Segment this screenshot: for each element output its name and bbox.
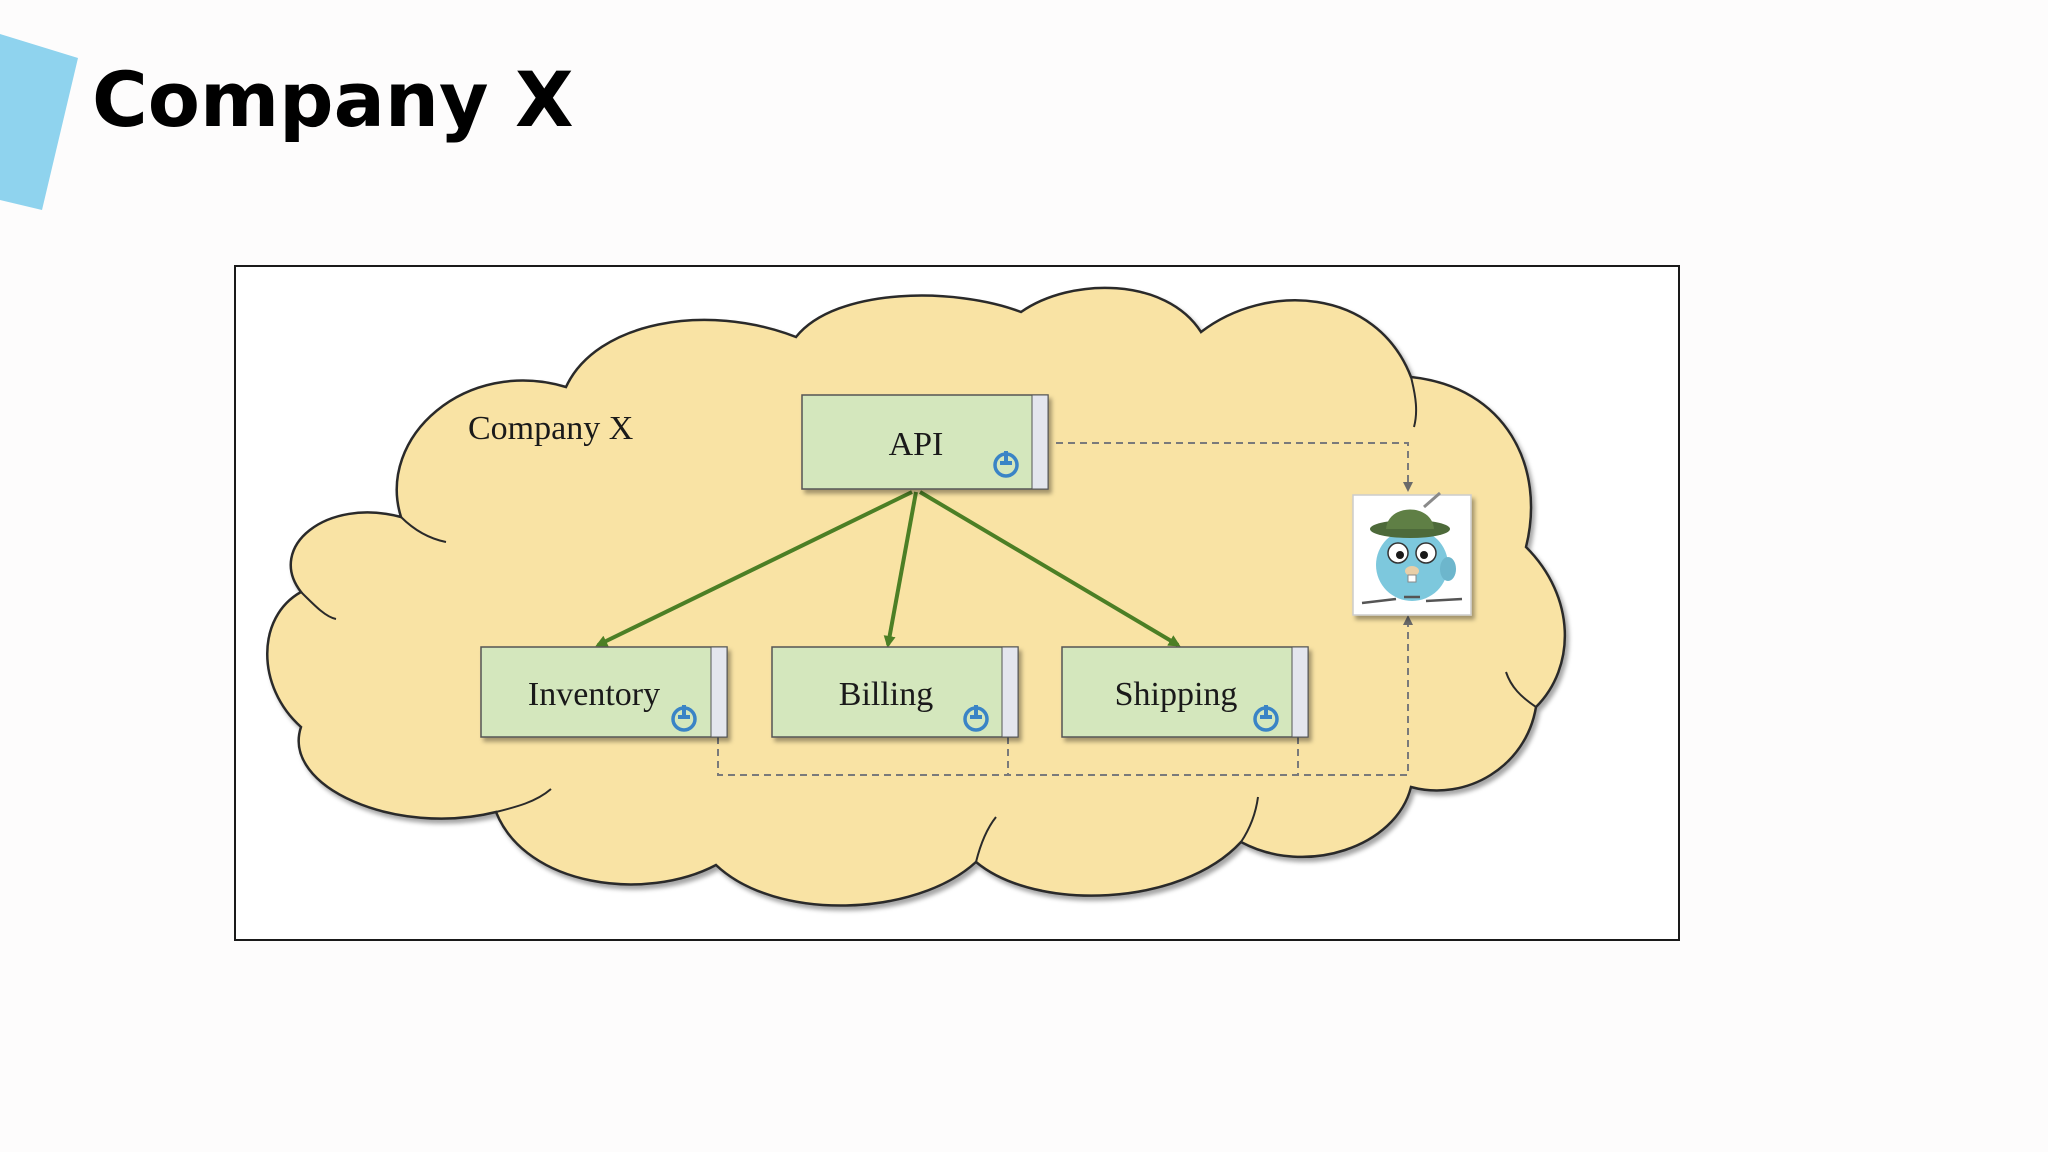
cloud-label: Company X: [468, 410, 633, 447]
architecture-diagram: Company X API: [234, 265, 1680, 941]
service-box-shipping: [1061, 646, 1309, 738]
cloud-service-icon: [993, 451, 1019, 478]
service-box-api: [801, 394, 1049, 490]
service-box-billing: [771, 646, 1019, 738]
gopher-with-hat-icon: [1352, 491, 1472, 616]
cloud-service-icon: [1253, 705, 1279, 732]
service-label-shipping: Shipping: [1115, 676, 1238, 713]
cloud-service-icon: [671, 705, 697, 732]
diagram-canvas: Company X API: [266, 286, 1567, 907]
service-label-billing: Billing: [839, 676, 933, 713]
service-label-api: API: [889, 426, 944, 463]
accent-shape: [0, 34, 78, 210]
cloud-service-icon: [963, 705, 989, 732]
service-label-inventory: Inventory: [528, 676, 660, 713]
service-box-inventory: [480, 646, 728, 738]
api-connectors: [595, 490, 1181, 648]
monitoring-connectors: [717, 442, 1413, 776]
slide-title: Company X: [92, 55, 574, 144]
